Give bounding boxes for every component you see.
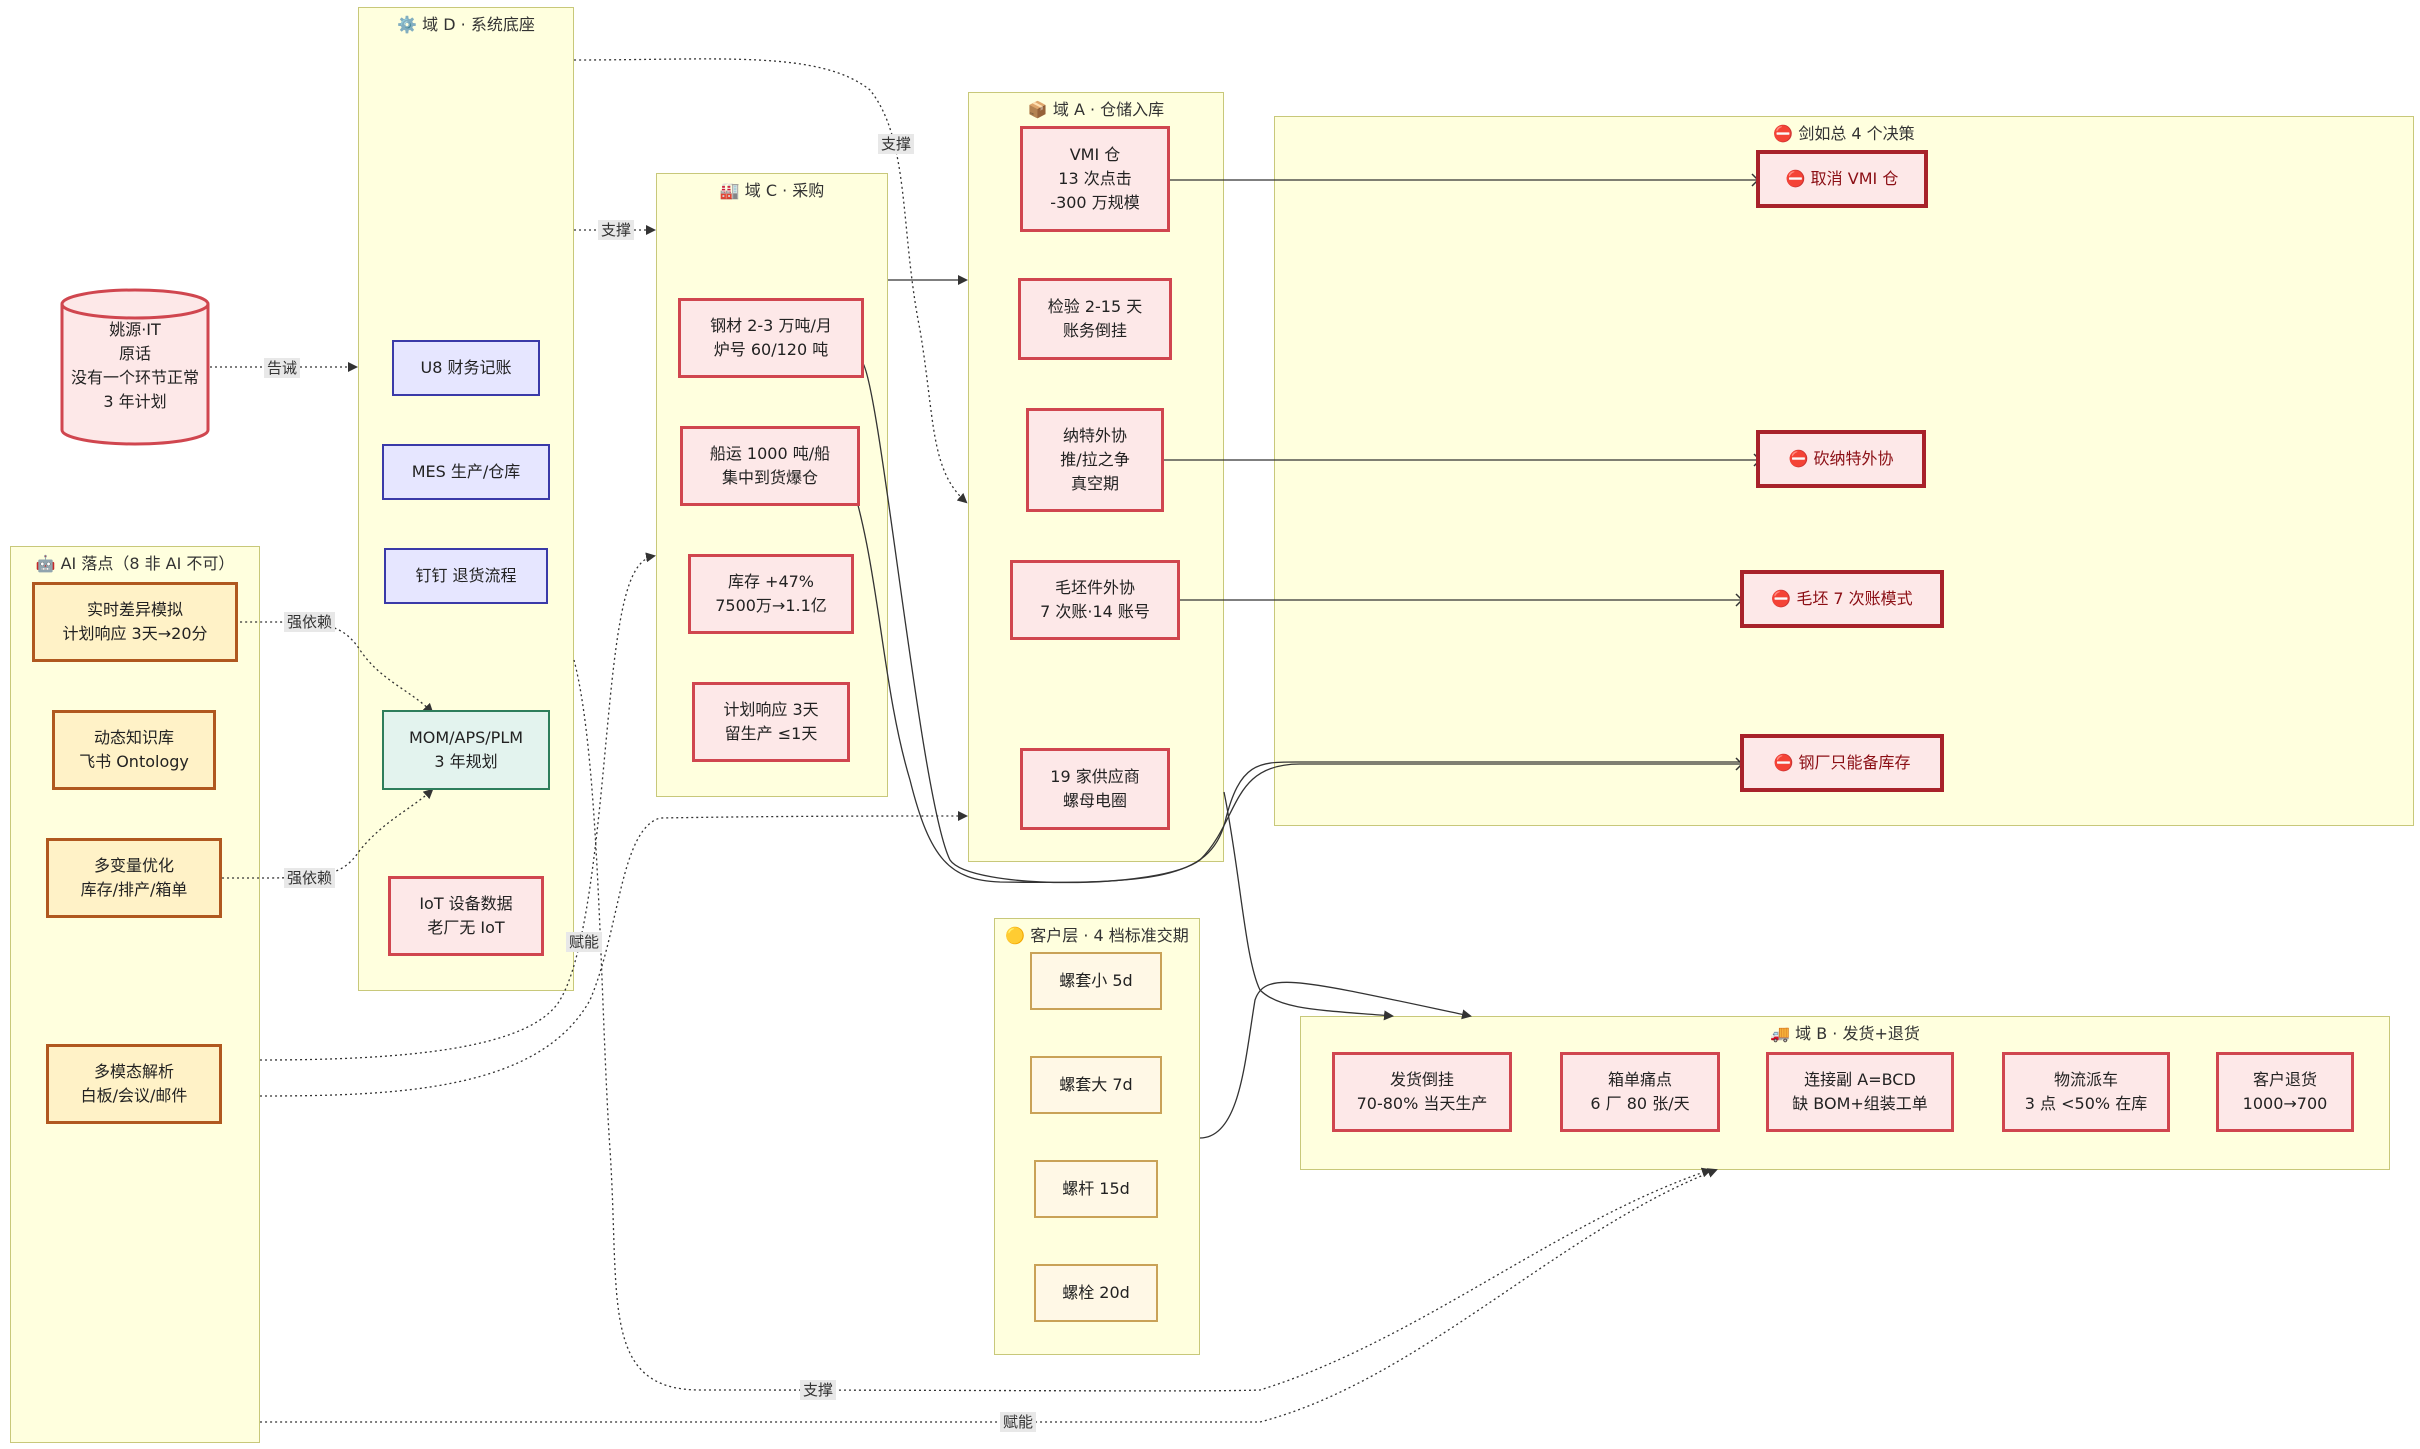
yaoyuan-cylinder-node: 姚源·IT 原话 没有一个环节正常 3 年计划 <box>60 288 210 446</box>
u8-node: U8 财务记账 <box>392 340 540 396</box>
vmi-node: VMI 仓 13 次点击 -300 万规模 <box>1020 126 1170 232</box>
mom-node: MOM/APS/PLM 3 年规划 <box>382 710 550 790</box>
cluster-decisions-title: ⛔ 剑如总 4 个决策 <box>1773 124 1915 143</box>
robot-icon: 🤖 <box>35 554 56 573</box>
customer-screw-node: 螺栓 20d <box>1034 1264 1158 1322</box>
dingding-node: 钉钉 退货流程 <box>384 548 548 604</box>
cluster-ai-title: 🤖 AI 落点（8 非 AI 不可） <box>35 554 235 573</box>
ai-sim-node: 实时差异模拟 计划响应 3天→20分 <box>32 582 238 662</box>
edge-label-empower-mid: 赋能 <box>566 932 603 952</box>
cluster-domain-c-title: 🏭 域 C · 采购 <box>719 181 825 200</box>
ai-opt-node: 多变量优化 库存/排产/箱单 <box>46 838 222 918</box>
supplier-node: 19 家供应商 螺母电圈 <box>1020 748 1170 830</box>
edge-label-support-top: 支撑 <box>878 134 915 154</box>
iot-node: IoT 设备数据 老厂无 IoT <box>388 876 544 956</box>
nate-node: 纳特外协 推/拉之争 真空期 <box>1026 408 1164 512</box>
decision-steel-node: ⛔ 钢厂只能备库存 <box>1740 734 1944 792</box>
customer-big-node: 螺套大 7d <box>1030 1056 1162 1114</box>
ship-node: 船运 1000 吨/船 集中到货爆仓 <box>680 426 860 506</box>
decision-blank-node: ⛔ 毛坯 7 次账模式 <box>1740 570 1944 628</box>
ai-multi-node: 多模态解析 白板/会议/邮件 <box>46 1044 222 1124</box>
b-return-node: 客户退货 1000→700 <box>2216 1052 2354 1132</box>
factory-icon: 🏭 <box>719 181 740 200</box>
steel-node: 钢材 2-3 万吨/月 炉号 60/120 吨 <box>678 298 864 378</box>
b-box-node: 箱单痛点 6 厂 80 张/天 <box>1560 1052 1720 1132</box>
decision-nate-node: ⛔ 砍纳特外协 <box>1756 430 1926 488</box>
cluster-domain-a-title: 📦 域 A · 仓储入库 <box>1027 100 1165 119</box>
mes-node: MES 生产/仓库 <box>382 444 550 500</box>
customer-bolt-node: 螺杆 15d <box>1034 1160 1158 1218</box>
stock-node: 库存 +47% 7500万→1.1亿 <box>688 554 854 634</box>
b-truck-node: 物流派车 3 点 <50% 在库 <box>2002 1052 2170 1132</box>
cluster-customer-title: 🟡 客户层 · 4 档标准交期 <box>1005 926 1189 945</box>
customer-small-node: 螺套小 5d <box>1030 952 1162 1010</box>
edge-label-support-mid: 支撑 <box>598 220 635 240</box>
ai-kb-node: 动态知识库 飞书 Ontology <box>52 710 216 790</box>
cluster-domain-b-title: 🚚 域 B · 发货+退货 <box>1770 1024 1920 1043</box>
edge-label-warn: 告诫 <box>264 358 301 378</box>
cluster-ai: 🤖 AI 落点（8 非 AI 不可） <box>10 546 260 1443</box>
b-link-node: 连接副 A=BCD 缺 BOM+组装工单 <box>1766 1052 1954 1132</box>
yaoyuan-text: 姚源·IT 原话 没有一个环节正常 3 年计划 <box>70 320 199 411</box>
edge-label-strong2: 强依赖 <box>284 868 336 888</box>
b-ship-node: 发货倒挂 70-80% 当天生产 <box>1332 1052 1512 1132</box>
edge-label-empower-bottom: 赋能 <box>1000 1412 1037 1432</box>
yellow-circle-icon: 🟡 <box>1005 926 1026 945</box>
package-icon: 📦 <box>1027 100 1048 119</box>
gear-icon: ⚙️ <box>397 15 418 34</box>
blank-node: 毛坯件外协 7 次账·14 账号 <box>1010 560 1180 640</box>
edge-ai-b-empower <box>260 1168 1718 1423</box>
decision-vmi-node: ⛔ 取消 VMI 仓 <box>1756 150 1928 208</box>
truck-icon: 🚚 <box>1770 1024 1791 1043</box>
no-entry-icon: ⛔ <box>1773 124 1794 143</box>
edge-label-strong1: 强依赖 <box>284 612 336 632</box>
cylinder-shape <box>60 288 210 446</box>
plan-node: 计划响应 3天 留生产 ≤1天 <box>692 682 850 762</box>
edge-label-support-bottom: 支撑 <box>800 1380 837 1400</box>
cluster-domain-d-title: ⚙️ 域 D · 系统底座 <box>397 15 535 34</box>
inspect-node: 检验 2-15 天 账务倒挂 <box>1018 278 1172 360</box>
